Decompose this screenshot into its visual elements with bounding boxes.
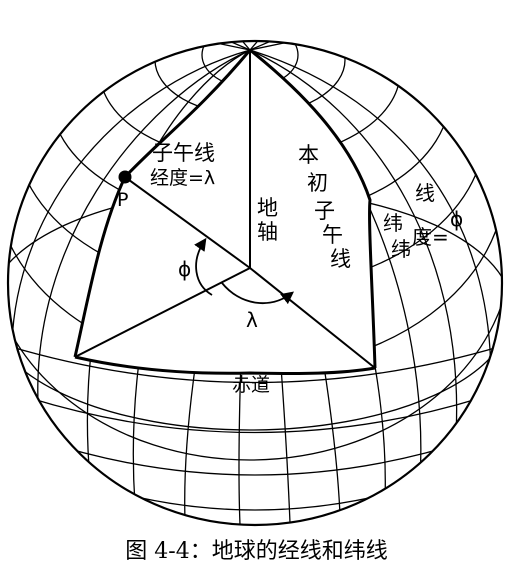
parallel-char-3: 纬 — [391, 237, 411, 261]
point-p-marker — [118, 170, 132, 184]
meridian-line — [238, 49, 251, 525]
prime-meridian-char-1: 本 — [298, 143, 319, 167]
prime-meridian-char-3: 子 — [314, 199, 335, 223]
latitude-label: 度= — [412, 225, 449, 249]
prime-meridian-char-5: 线 — [330, 247, 351, 271]
latitude-line — [8, 344, 502, 384]
radius-to-equator-right — [249, 267, 376, 369]
earth-axis-label-2: 轴 — [257, 220, 278, 244]
meridian-line — [249, 49, 291, 524]
meridian-line — [249, 41, 281, 51]
meridian-line — [249, 49, 341, 516]
parallel-char-1: 线 — [415, 181, 435, 205]
meridian-line — [249, 41, 371, 51]
meridian-line — [11, 49, 251, 371]
earth-axis-label-1: 地 — [257, 196, 278, 220]
meridian-line — [129, 41, 251, 51]
latitude-line — [74, 479, 436, 511]
sphere-outline — [6, 39, 504, 527]
lambda-arc — [221, 282, 294, 305]
figure-caption: 图 4-4：地球的经线和纬线 — [125, 539, 388, 564]
meridian-line — [179, 41, 251, 51]
graticule-lines — [8, 41, 502, 525]
lambda-angle-label: λ — [246, 308, 258, 332]
prime-meridian-char-2: 初 — [307, 171, 328, 195]
radius-to-equator-left — [74, 267, 251, 358]
graticule — [8, 41, 502, 525]
meridian-line — [86, 49, 251, 481]
latitude-circle — [8, 41, 502, 461]
meridian-line — [249, 49, 492, 401]
latitude-phi: ϕ — [450, 207, 463, 231]
phi-angle-label: ϕ — [178, 257, 191, 281]
meridian-line — [249, 41, 321, 51]
latitude-line — [39, 439, 471, 476]
point-p-label: P — [117, 189, 128, 211]
meridian-line — [249, 49, 458, 451]
longitude-label: 经度=λ — [150, 167, 215, 189]
prime-meridian-char-4: 午 — [322, 223, 343, 247]
phi-arc — [194, 237, 213, 296]
globe-diagram: P 子午线 经度=λ 地 轴 本 初 子 午 线 线 纬 纬 度= ϕ ϕ λ … — [6, 39, 504, 527]
radius-to-p — [124, 176, 251, 269]
meridian-line — [219, 41, 251, 51]
meridian-label: 子午线 — [152, 141, 215, 165]
latitude-line — [19, 394, 491, 434]
wedge — [73, 48, 377, 375]
parallel-char-2: 纬 — [383, 211, 403, 235]
equator-label: 赤道 — [232, 374, 270, 396]
meridian-line — [37, 49, 251, 431]
equator-front — [74, 355, 376, 375]
prime-meridian — [249, 48, 377, 369]
